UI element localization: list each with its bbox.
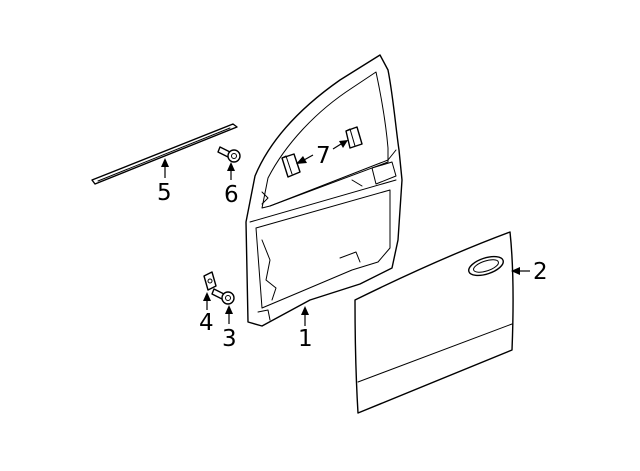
callout-2: 2 (533, 259, 548, 285)
window-stop-pads-part (281, 126, 363, 178)
upper-hinge-bolt-part (217, 146, 241, 163)
callout-7: 7 (316, 143, 331, 169)
arrow-4 (203, 292, 211, 301)
bolt-retainer-part (203, 271, 217, 291)
arrow-5 (161, 158, 169, 167)
arrow-1 (301, 306, 309, 315)
arrow-2 (511, 267, 520, 275)
leader-lines (161, 140, 530, 326)
callout-3: 3 (222, 326, 237, 352)
outer-skin-panel-part (354, 231, 514, 414)
callout-6: 6 (224, 182, 239, 208)
callout-4: 4 (199, 310, 214, 336)
arrow-6 (227, 162, 235, 171)
arrow-7a (296, 156, 307, 164)
callout-5: 5 (157, 180, 172, 206)
hinge-bolt-part (211, 288, 235, 305)
door-shell-part (245, 54, 403, 327)
callout-1: 1 (298, 326, 313, 352)
arrow-7b (339, 140, 348, 148)
arrow-3 (225, 305, 233, 314)
belt-molding-part (91, 123, 238, 185)
